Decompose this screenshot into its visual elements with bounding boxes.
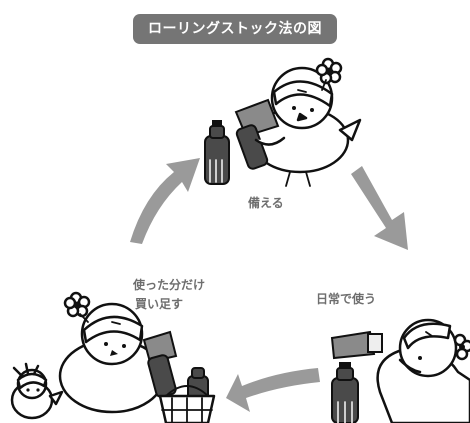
shopping-chick-icon: [58, 291, 216, 423]
arrow-top-to-right: [351, 166, 408, 250]
diagram-title: ローリングストック法の図: [133, 14, 337, 44]
label-prepare: 備える: [248, 196, 284, 210]
arrow-left-to-top: [130, 158, 200, 244]
label-buy-more-line1: 使った分だけ: [133, 278, 206, 292]
flower-icon: [63, 291, 91, 323]
flower-icon: [315, 57, 343, 91]
arrow-right-to-left: [226, 368, 320, 412]
label-buy-more: 使った分だけ 買い足す: [133, 276, 205, 314]
label-daily-use: 日常で使う: [316, 292, 377, 306]
water-bottle-icon: [204, 120, 230, 185]
water-bottle-icon: [331, 362, 359, 423]
label-buy-more-line2: 買い足す: [135, 297, 184, 311]
drinking-chick-icon: [330, 318, 470, 423]
baby-chick-icon: [10, 362, 64, 420]
flower-icon: [453, 333, 470, 361]
prepare-chick-icon: [204, 57, 362, 187]
